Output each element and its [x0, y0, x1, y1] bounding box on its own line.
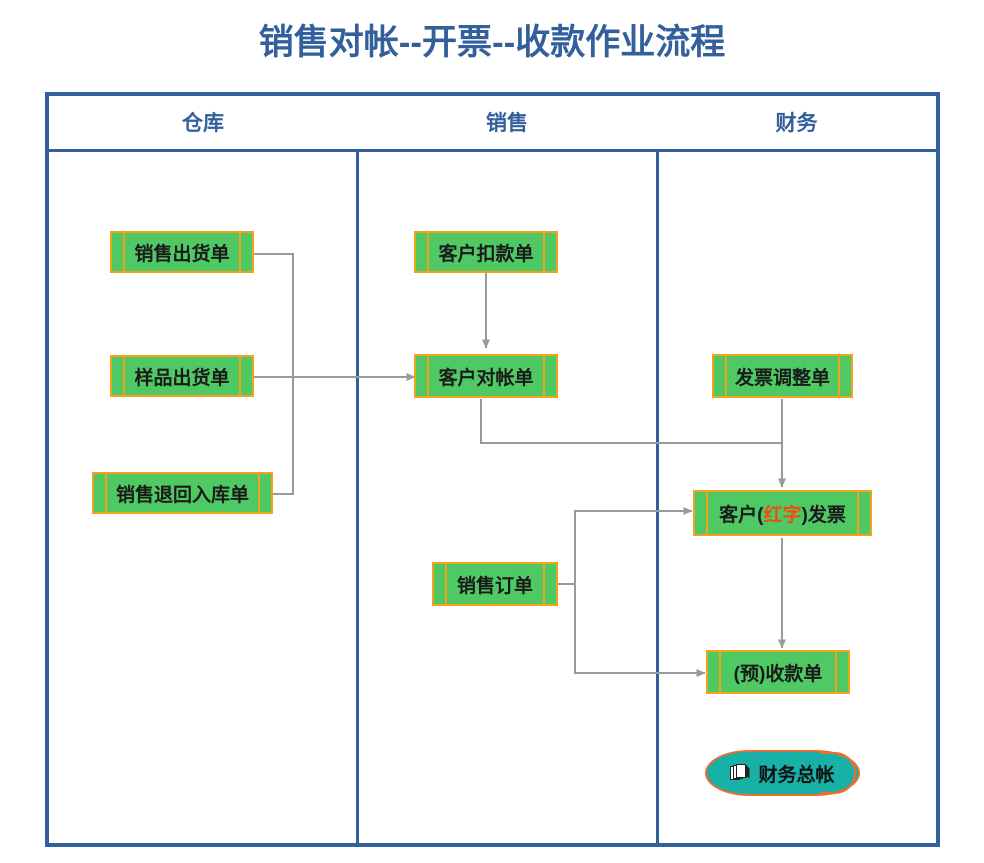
- node-label: 客户(红字)发票: [719, 500, 846, 527]
- swimlane-header-row: 仓库 销售 财务: [49, 96, 936, 152]
- node-sample-delivery-note[interactable]: 样品出货单: [110, 355, 254, 397]
- node-sales-order[interactable]: 销售订单: [432, 562, 558, 606]
- node-sales-return-receipt[interactable]: 销售退回入库单: [92, 472, 273, 514]
- node-label: (预)收款单: [733, 663, 823, 685]
- node-label-pre: 客户(: [719, 504, 764, 526]
- lane-header-sales: 销售: [486, 112, 528, 135]
- documents-stack-icon: [730, 764, 750, 780]
- lane-divider-1: [356, 152, 359, 843]
- node-customer-statement[interactable]: 客户对帐单: [414, 354, 558, 398]
- node-label: 销售出货单: [134, 243, 230, 265]
- node-label: 样品出货单: [134, 367, 230, 389]
- node-label-highlight: 红字: [763, 504, 802, 526]
- node-sales-delivery-note[interactable]: 销售出货单: [110, 231, 254, 273]
- node-label: 财务总帐: [758, 764, 835, 786]
- node-label: 销售订单: [456, 575, 533, 597]
- node-customer-red-invoice[interactable]: 客户(红字)发票: [693, 490, 872, 536]
- node-label: 发票调整单: [734, 367, 830, 389]
- node-invoice-adjustment[interactable]: 发票调整单: [712, 354, 853, 398]
- node-label: 客户扣款单: [438, 243, 534, 265]
- swimlane-frame: 仓库 销售 财务: [45, 92, 940, 847]
- node-customer-deduction[interactable]: 客户扣款单: [414, 231, 558, 273]
- lane-header-warehouse: 仓库: [182, 112, 224, 135]
- lane-header-finance: 财务: [775, 112, 818, 135]
- node-label: 客户对帐单: [438, 367, 534, 389]
- lane-divider-2: [656, 152, 659, 843]
- page-title: 销售对帐--开票--收款作业流程: [258, 23, 726, 62]
- node-label-post: )发票: [801, 504, 846, 526]
- cylinder-end-cap: [820, 752, 856, 794]
- node-finance-ledger[interactable]: 财务总帐: [705, 750, 860, 796]
- node-label: 销售退回入库单: [115, 484, 249, 506]
- node-prepay-receipt[interactable]: (预)收款单: [706, 650, 850, 694]
